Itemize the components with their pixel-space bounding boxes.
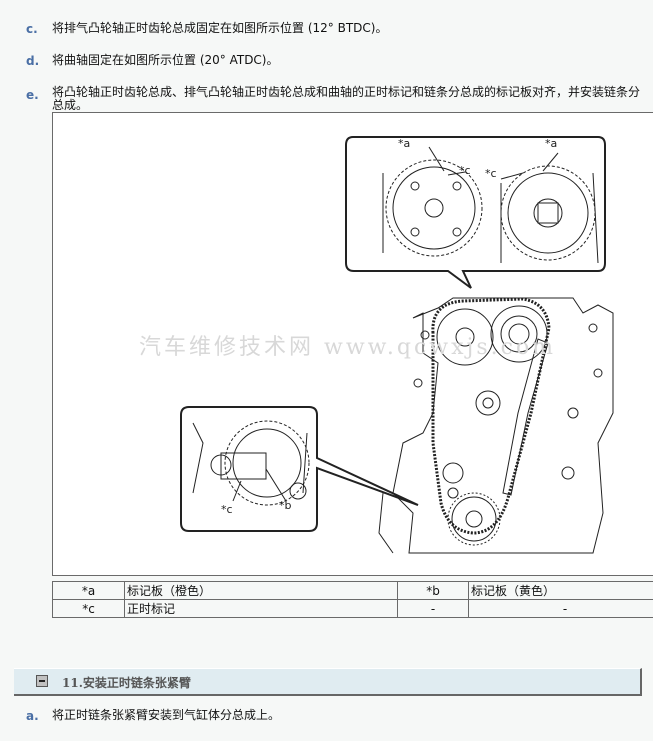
collapse-minus-icon[interactable]	[36, 675, 48, 687]
legend-desc: -	[468, 599, 653, 618]
callout-label: *c	[459, 164, 471, 177]
timing-chain-diagram: 汽车维修技术网 www.qcwxjs.com *a *c *c *a *c *b	[52, 112, 653, 576]
table-row: *c 正时标记 - -	[52, 599, 653, 618]
legend-key: *b	[397, 581, 469, 600]
step-text: 将正时链条张紧臂安装到气缸体分总成上。	[52, 708, 281, 722]
legend-key: *c	[52, 599, 125, 618]
legend-desc: 正时标记	[124, 599, 398, 618]
step-label: e.	[26, 88, 39, 102]
callout-label: *c	[485, 167, 497, 180]
step-text: 将凸轮轴正时齿轮总成、排气凸轮轴正时齿轮总成和曲轴的正时标记和链条分总成的标记板…	[52, 85, 641, 112]
callout-label: *a	[545, 137, 558, 150]
callout-label: *c	[221, 503, 233, 516]
watermark: 汽车维修技术网 www.qcwxjs.com	[139, 335, 557, 360]
step-text: 将排气凸轮轴正时齿轮总成固定在如图所示位置 (12° BTDC)。	[52, 21, 388, 35]
callout-label: *b	[279, 499, 292, 512]
table-row: *a 标记板（橙色） *b 标记板（黄色）	[52, 581, 653, 600]
step-label: c.	[26, 22, 38, 36]
section-header[interactable]: 11.安装正时链条张紧臂	[14, 668, 642, 696]
step-label: a.	[26, 709, 39, 723]
legend-desc: 标记板（橙色）	[124, 581, 398, 600]
section-title: 11.安装正时链条张紧臂	[62, 676, 191, 690]
engine-diagram-drawing	[180, 136, 614, 554]
legend-key: *a	[52, 581, 125, 600]
step-label: d.	[26, 54, 40, 68]
legend-table: *a 标记板（橙色） *b 标记板（黄色） *c 正时标记 - -	[52, 581, 653, 618]
callout-label: *a	[398, 137, 411, 150]
step-text: 将曲轴固定在如图所示位置 (20° ATDC)。	[52, 53, 279, 67]
legend-desc: 标记板（黄色）	[468, 581, 653, 600]
legend-key: -	[397, 599, 469, 618]
